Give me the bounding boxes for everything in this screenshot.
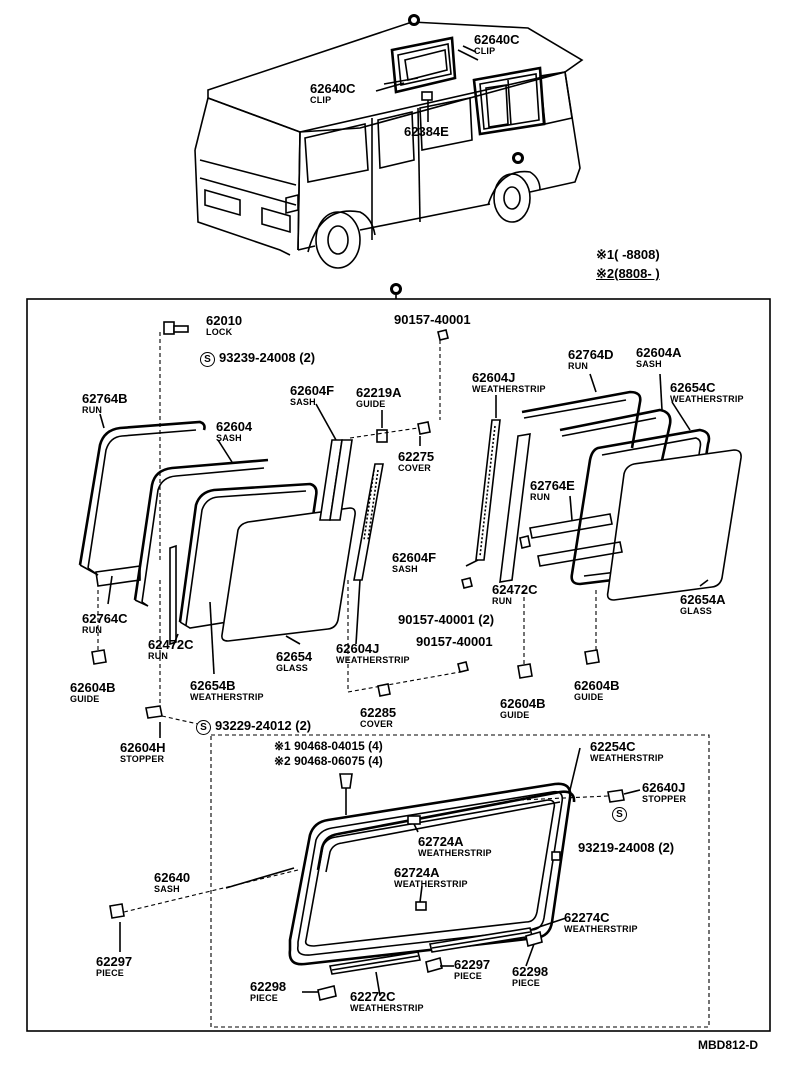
label-62219a: 62219A GUIDE — [356, 385, 402, 409]
label-62724a-2: 62724A WEATHERSTRIP — [394, 865, 468, 889]
left-window-assembly — [78, 321, 461, 725]
label-62640: 62640 SASH — [154, 870, 191, 894]
label-62604b-mid: 62604B GUIDE — [500, 696, 546, 720]
label-62764b: 62764B RUN — [82, 391, 128, 415]
label-90468-2: ※2 90468-06075 (4) — [274, 754, 383, 768]
label-62297-mid: 62297 PIECE — [454, 957, 491, 981]
right-window-assembly — [457, 390, 742, 679]
label-62472c-left: 62472C RUN — [148, 637, 194, 661]
label-62604b-right: 62604B GUIDE — [574, 678, 620, 702]
label-90157-mid: 90157-40001 (2) — [398, 612, 495, 627]
label-62604j-right: 62604J WEATHERSTRIP — [472, 370, 546, 394]
s-mark-icon: S — [200, 352, 215, 367]
label-62384e: 62384E — [404, 124, 449, 139]
van-illustration — [194, 14, 584, 269]
label-62297-left: 62297 PIECE — [96, 954, 133, 978]
label-62604f-top: 62604F SASH — [290, 383, 335, 407]
label-90468-1: ※1 90468-04015 (4) — [274, 739, 383, 753]
s-mark-icon: S — [612, 807, 627, 822]
label-62275: 62275 COVER — [398, 449, 435, 473]
note-1: ※1( -8808) — [596, 247, 660, 262]
label-62640c-top: 62640C CLIP — [474, 32, 520, 56]
s-mark-93219: S — [612, 805, 631, 822]
label-62604: 62604 SASH — [216, 419, 253, 443]
main-frame — [26, 298, 771, 1032]
label-62604h: 62604H STOPPER — [120, 740, 166, 764]
label-62764e: 62764E RUN — [530, 478, 575, 502]
label-62472c-right: 62472C RUN — [492, 582, 538, 606]
diagram-code: MBD812-D — [698, 1038, 759, 1052]
label-62654: 62654 GLASS — [276, 649, 313, 673]
label-62298-left: 62298 PIECE — [250, 979, 287, 1003]
label-62010: 62010 LOCK — [206, 313, 243, 337]
label-62604f-mid: 62604F SASH — [392, 550, 437, 574]
label-62274c: 62274C WEATHERSTRIP — [564, 910, 638, 934]
label-62640c-left: 62640C CLIP — [310, 81, 356, 105]
leader-lines — [99, 45, 709, 997]
label-90157-low: 90157-40001 — [416, 634, 493, 649]
label-93219: 93219-24008 (2) — [578, 840, 675, 855]
sash-subassembly-frame — [210, 734, 710, 1028]
label-62254c: 62254C WEATHERSTRIP — [590, 739, 664, 763]
label-62654a: 62654A GLASS — [680, 592, 726, 616]
label-62764d: 62764D RUN — [568, 347, 614, 371]
label-62298-right: 62298 PIECE — [512, 964, 549, 988]
label-62272c: 62272C WEATHERSTRIP — [350, 989, 424, 1013]
sash-subassembly — [109, 773, 625, 1001]
label-62724a-1: 62724A WEATHERSTRIP — [418, 834, 492, 858]
label-62604j-mid: 62604J WEATHERSTRIP — [336, 641, 410, 665]
label-62654c: 62654C WEATHERSTRIP — [670, 380, 744, 404]
label-62640j: 62640J STOPPER — [642, 780, 687, 804]
label-62604b-left: 62604B GUIDE — [70, 680, 116, 704]
label-62654b: 62654B WEATHERSTRIP — [190, 678, 264, 702]
label-90157-top: 90157-40001 — [394, 312, 471, 327]
note-2: ※2(8808- ) — [596, 266, 660, 281]
label-62764c: 62764C RUN — [82, 611, 128, 635]
label-62285: 62285 COVER — [360, 705, 397, 729]
label-62604a: 62604A SASH — [636, 345, 682, 369]
s-mark-icon: S — [196, 720, 211, 735]
